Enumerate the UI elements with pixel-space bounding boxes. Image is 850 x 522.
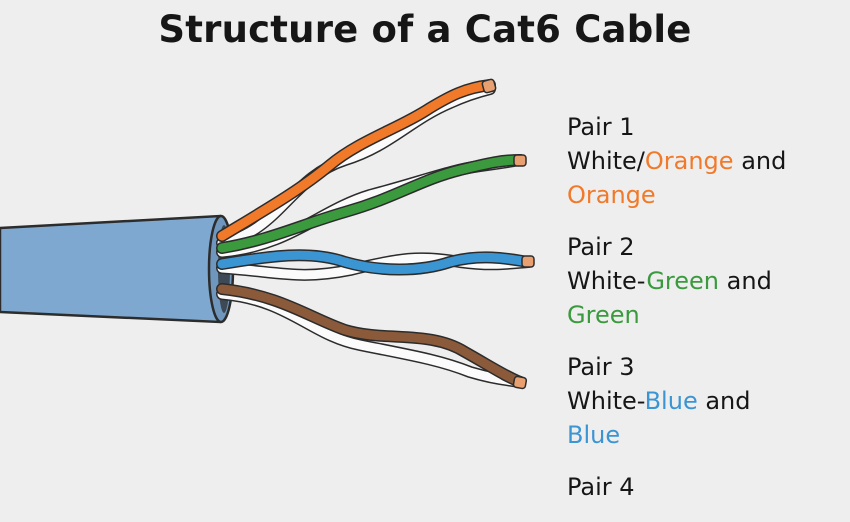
wire-pair-orange [216, 78, 497, 249]
pair-label: Pair 3 [567, 353, 635, 381]
pair-suffix: and [733, 147, 787, 175]
pair-description-line: White-Green and [567, 264, 847, 298]
legend-pair-4: Pair 4 [567, 470, 847, 504]
pair-color-word: Green [646, 267, 720, 295]
legend-pair-2: Pair 2 White-Green and Green [567, 230, 847, 332]
pair-prefix: White- [567, 267, 647, 295]
diagram-title: Structure of a Cat6 Cable [158, 8, 692, 51]
pair-color-word-line: Orange [567, 181, 656, 209]
wire-pair-blue [216, 249, 535, 281]
pair-suffix: and [697, 387, 751, 415]
pair-description-line: White/Orange and [567, 144, 847, 178]
legend-pair-1: Pair 1 White/Orange and Orange [567, 110, 847, 212]
pair-prefix: White/ [567, 147, 645, 175]
cable-illustration [0, 78, 535, 390]
pair-color-word: Orange [644, 147, 734, 175]
pair-prefix: White- [567, 387, 645, 415]
pair-color-word: Blue [644, 387, 698, 415]
legend-pair-3: Pair 3 White-Blue and Blue [567, 350, 847, 452]
pair-label: Pair 4 [567, 473, 635, 501]
pair-suffix: and [719, 267, 772, 295]
pair-label: Pair 1 [567, 113, 635, 141]
pair-label: Pair 2 [567, 233, 635, 261]
pair-color-word-line: Blue [567, 421, 621, 449]
pair-legend: Pair 1 White/Orange and Orange Pair 2 Wh… [567, 110, 847, 522]
cable-jacket [0, 214, 235, 324]
wire-pair-brown [216, 283, 528, 390]
pair-description-line: White-Blue and [567, 384, 847, 418]
pair-color-word-line: Green [567, 301, 640, 329]
wire-pair-green [216, 154, 527, 258]
